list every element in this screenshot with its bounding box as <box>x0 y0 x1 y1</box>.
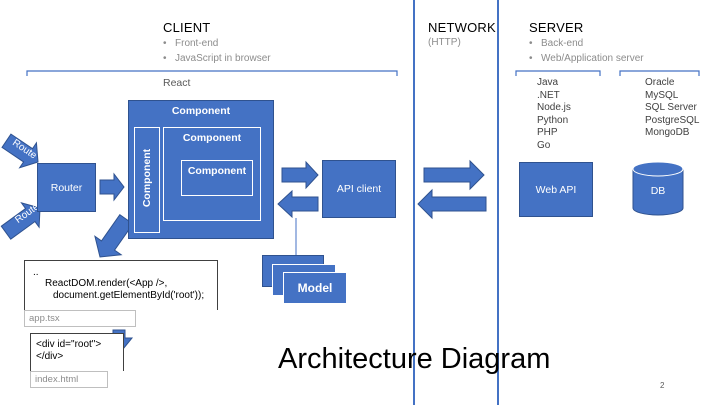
route-bottom-arrow <box>0 202 41 240</box>
code-line: document.getElementById('root')); <box>53 290 205 301</box>
client-title: CLIENT <box>163 20 211 35</box>
react-label: React <box>163 77 191 89</box>
server-bullet-item: •Back-end <box>529 38 584 49</box>
web-api-label: Web API <box>535 183 577 196</box>
client-bullet-item: •JavaScript in browser <box>163 53 271 64</box>
code-line: ReactDOM.render(<App />, <box>45 278 168 289</box>
html-line: </div> <box>36 351 64 362</box>
api-client-label: API client <box>336 183 382 195</box>
languages-bracket <box>515 70 601 76</box>
route-top-arrow <box>1 133 39 169</box>
network-subtitle: (HTTP) <box>428 37 461 48</box>
index-html-filename: index.html <box>30 371 108 388</box>
request-arrow <box>423 159 485 191</box>
router-box: Router <box>37 163 96 212</box>
response-arrow <box>417 188 487 220</box>
language-item: Python <box>537 114 569 126</box>
component-mid-label: Component <box>182 132 242 144</box>
database-item: MongoDB <box>645 127 690 138</box>
server-title: SERVER <box>529 20 584 35</box>
component-inner-label: Component <box>187 165 247 177</box>
db-label: DB <box>650 185 666 197</box>
server-language-list: Java .NET Node.js Python PHP Go <box>537 77 571 152</box>
network-server-divider <box>497 0 499 405</box>
server-bullet-item: •Web/Application server <box>529 53 644 64</box>
client-bullet-item: •Front-end <box>163 38 219 49</box>
database-item: SQL Server <box>645 102 697 113</box>
code-line: .. <box>33 267 39 278</box>
api-client-box: API client <box>322 160 396 218</box>
html-line: <div id="root"> <box>36 339 102 350</box>
language-item: .NET <box>537 89 560 101</box>
page-number: 2 <box>660 381 665 390</box>
api-to-component-arrow <box>277 189 319 219</box>
database-item: Oracle <box>645 77 675 88</box>
model-stack-front: Model <box>283 272 347 304</box>
database-item: MySQL <box>645 89 679 101</box>
server-bullet-list: •Back-end •Web/Application server <box>529 36 644 66</box>
router-to-component-arrow <box>99 172 125 202</box>
language-item: Java <box>537 77 559 88</box>
component-outer: Component Component Component Component <box>128 100 274 239</box>
react-bracket <box>26 70 398 76</box>
component-side-label: Component <box>141 148 153 208</box>
database-item: PostgreSQL <box>645 114 700 126</box>
diagram-caption: Architecture Diagram <box>278 343 551 375</box>
model-label: Model <box>297 281 333 295</box>
component-mid: Component Component <box>163 127 261 221</box>
server-database-list: Oracle MySQL SQL Server PostgreSQL Mongo… <box>645 77 699 140</box>
db-cylinder <box>632 161 684 216</box>
router-label: Router <box>50 181 83 194</box>
language-item: Go <box>537 139 551 151</box>
network-title: NETWORK <box>428 20 496 35</box>
databases-bracket <box>619 70 700 76</box>
client-network-divider <box>413 0 415 405</box>
client-bullet-list: •Front-end •JavaScript in browser <box>163 36 271 66</box>
component-outer-label: Component <box>171 105 231 117</box>
code-document: .. ReactDOM.render(<App />, document.get… <box>24 260 218 310</box>
app-tsx-filename: app.tsx <box>24 310 136 327</box>
component-to-code-arrow <box>94 214 134 258</box>
language-item: Node.js <box>537 102 571 113</box>
html-document: <div id="root"> </div> <box>30 333 124 371</box>
component-to-api-arrow <box>281 160 319 190</box>
component-inner: Component <box>181 160 253 196</box>
component-side: Component <box>134 127 160 233</box>
language-item: PHP <box>537 127 558 138</box>
web-api-box: Web API <box>519 162 593 217</box>
